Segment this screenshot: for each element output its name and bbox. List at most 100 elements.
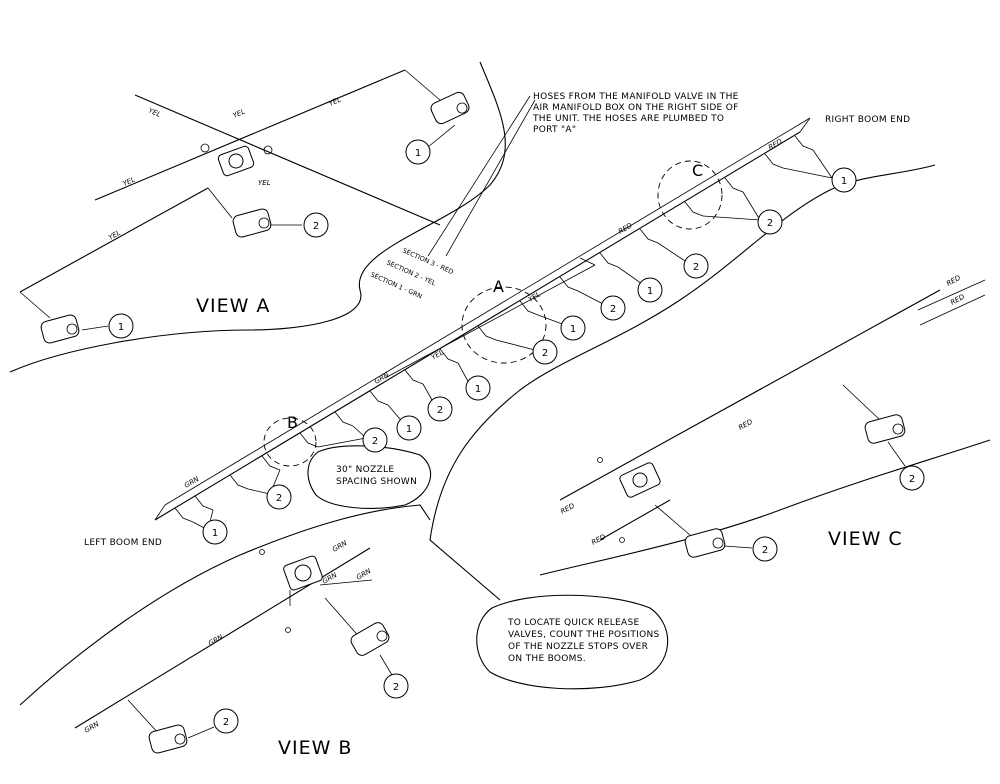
view-b-bolt-2 xyxy=(285,627,291,633)
view-b-hose-upper xyxy=(319,579,373,586)
balloon-label: 2 xyxy=(223,717,229,728)
view-c-bolt-1 xyxy=(597,457,603,463)
balloon-view-a-2: 2 xyxy=(303,212,329,238)
view-a-nozzle-top xyxy=(430,91,470,125)
view-b-leader-2a xyxy=(379,654,393,676)
view-a-assembly xyxy=(19,69,470,344)
balloon-label: 2 xyxy=(313,221,319,232)
callout-a: A xyxy=(493,277,504,296)
balloon-view-b-2-left: 2 xyxy=(213,708,239,734)
view-c-red-label-2: RED xyxy=(559,502,576,516)
view-c-lower-boundary xyxy=(539,439,991,576)
balloon-view-b-2-right: 2 xyxy=(383,673,409,699)
boom-frame-mid xyxy=(384,264,596,379)
view-a-yel-label-1: YEL xyxy=(147,107,162,119)
view-a-yel-label-2: YEL xyxy=(232,108,247,120)
callout-b: B xyxy=(287,413,298,432)
balloon-label: 2 xyxy=(767,218,773,229)
view-b-manifold-valve xyxy=(283,555,323,606)
balloon-label: 2 xyxy=(762,545,768,556)
left-boom-end-label: LEFT BOOM END xyxy=(84,538,162,548)
view-c-manifold-valve xyxy=(619,462,661,498)
balloon-label: 2 xyxy=(437,405,443,416)
view-b-title: VIEW B xyxy=(278,737,352,759)
detail-circle-b xyxy=(263,417,317,467)
hoses-note-line-1: HOSES FROM THE MANIFOLD VALVE IN THE xyxy=(533,92,739,102)
view-b-assembly xyxy=(74,547,393,754)
view-c-bolt-2 xyxy=(619,537,625,543)
view-c-red-label-4: RED xyxy=(945,274,962,288)
balloon-view-a-1-bottom: 1 xyxy=(108,313,134,339)
balloon-label: 2 xyxy=(542,348,548,359)
balloon-label: 1 xyxy=(406,424,412,435)
locate-note-line-4: ON THE BOOMS. xyxy=(508,654,586,664)
view-c-hose-upper2 xyxy=(917,279,986,311)
nozzle-drops xyxy=(174,135,814,523)
view-a-nozzle-bottom xyxy=(40,314,80,344)
detail-circle-a xyxy=(461,286,547,364)
view-c-drop2 xyxy=(654,504,691,536)
balloon-label: 1 xyxy=(212,528,218,539)
boom-grn-label-2: GRN xyxy=(183,475,201,490)
view-b-leader-2b xyxy=(187,726,215,739)
hoses-note-line-3: THE UNIT. THE HOSES ARE PLUMBED TO xyxy=(532,114,724,124)
boom-hose-main xyxy=(154,131,801,521)
view-a-manifold-valve xyxy=(200,143,273,177)
hoses-note-leader-1 xyxy=(427,95,531,257)
view-c-red-label-3: RED xyxy=(590,533,607,547)
balloon-boom-1c: 1 xyxy=(396,415,422,441)
balloon-label: 2 xyxy=(909,474,915,485)
view-a-yel-label-4: YEL xyxy=(122,176,137,188)
nozzle-note-line-1: 30" NOZZLE xyxy=(336,465,394,475)
view-c-leader-2b xyxy=(723,545,753,549)
balloon-view-c-2-right: 2 xyxy=(899,465,925,491)
balloon-boom-2a: 2 xyxy=(683,253,709,279)
view-b-grn-label-3: GRN xyxy=(355,567,373,582)
balloon-a-1: 1 xyxy=(560,315,586,341)
view-c-hose-main xyxy=(559,289,941,501)
view-a-lower-stub xyxy=(19,291,51,319)
view-b-grn-label-1: GRN xyxy=(331,539,349,554)
locate-note-line-1: TO LOCATE QUICK RELEASE xyxy=(507,618,639,628)
balloon-left-end-1: 1 xyxy=(202,519,228,545)
view-c-title: VIEW C xyxy=(828,528,903,550)
view-c-red-label-1: RED xyxy=(737,418,754,432)
view-boundaries xyxy=(9,61,991,706)
view-a-hose-diag1 xyxy=(134,94,441,226)
balloon-label: 2 xyxy=(372,436,378,447)
view-c-leader-2a xyxy=(887,441,906,467)
view-a-leader-1 xyxy=(427,124,456,148)
balloon-label: 1 xyxy=(415,148,421,159)
view-c-nozzle-left xyxy=(684,528,726,558)
boom-yel-label: YEL xyxy=(527,290,542,303)
balloon-boom-2d: 2 xyxy=(266,484,292,510)
hoses-note-line-4: PORT "A" xyxy=(533,125,576,135)
view-a-hose-lower xyxy=(19,187,209,293)
balloon-view-c-2-left: 2 xyxy=(752,536,778,562)
view-c-hose-lower xyxy=(599,499,671,541)
callout-c: C xyxy=(692,161,703,180)
boom-frame-end xyxy=(579,257,596,266)
boom-yel-label-2: YEL xyxy=(430,348,445,361)
boom-frame-upper xyxy=(164,117,811,506)
balloon-label: 2 xyxy=(693,262,699,273)
balloon-boom-2b: 2 xyxy=(600,295,626,321)
boom-red-label-2: RED xyxy=(767,137,784,152)
notes: HOSES FROM THE MANIFOLD VALVE IN THE AIR… xyxy=(84,92,910,664)
view-a-leader-3 xyxy=(81,325,109,331)
locate-note-cloud xyxy=(476,594,669,690)
balloon-label: 2 xyxy=(610,304,616,315)
section-labels: SECTION 3 - RED SECTION 2 - YEL SECTION … xyxy=(369,247,454,301)
boom-right-cap xyxy=(799,117,811,133)
view-c-hose-upper1 xyxy=(919,294,986,326)
view-a-nozzle-mid xyxy=(232,208,272,238)
balloon-label: 1 xyxy=(118,322,124,333)
balloon-label: 2 xyxy=(393,682,399,693)
locate-note-line-2: VALVES, COUNT THE POSITIONS xyxy=(508,630,660,640)
view-a-yel-label-5: YEL xyxy=(258,179,271,187)
boom-left-cap xyxy=(154,504,166,521)
balloon-label: 2 xyxy=(276,493,282,504)
balloon-label: 1 xyxy=(841,176,847,187)
